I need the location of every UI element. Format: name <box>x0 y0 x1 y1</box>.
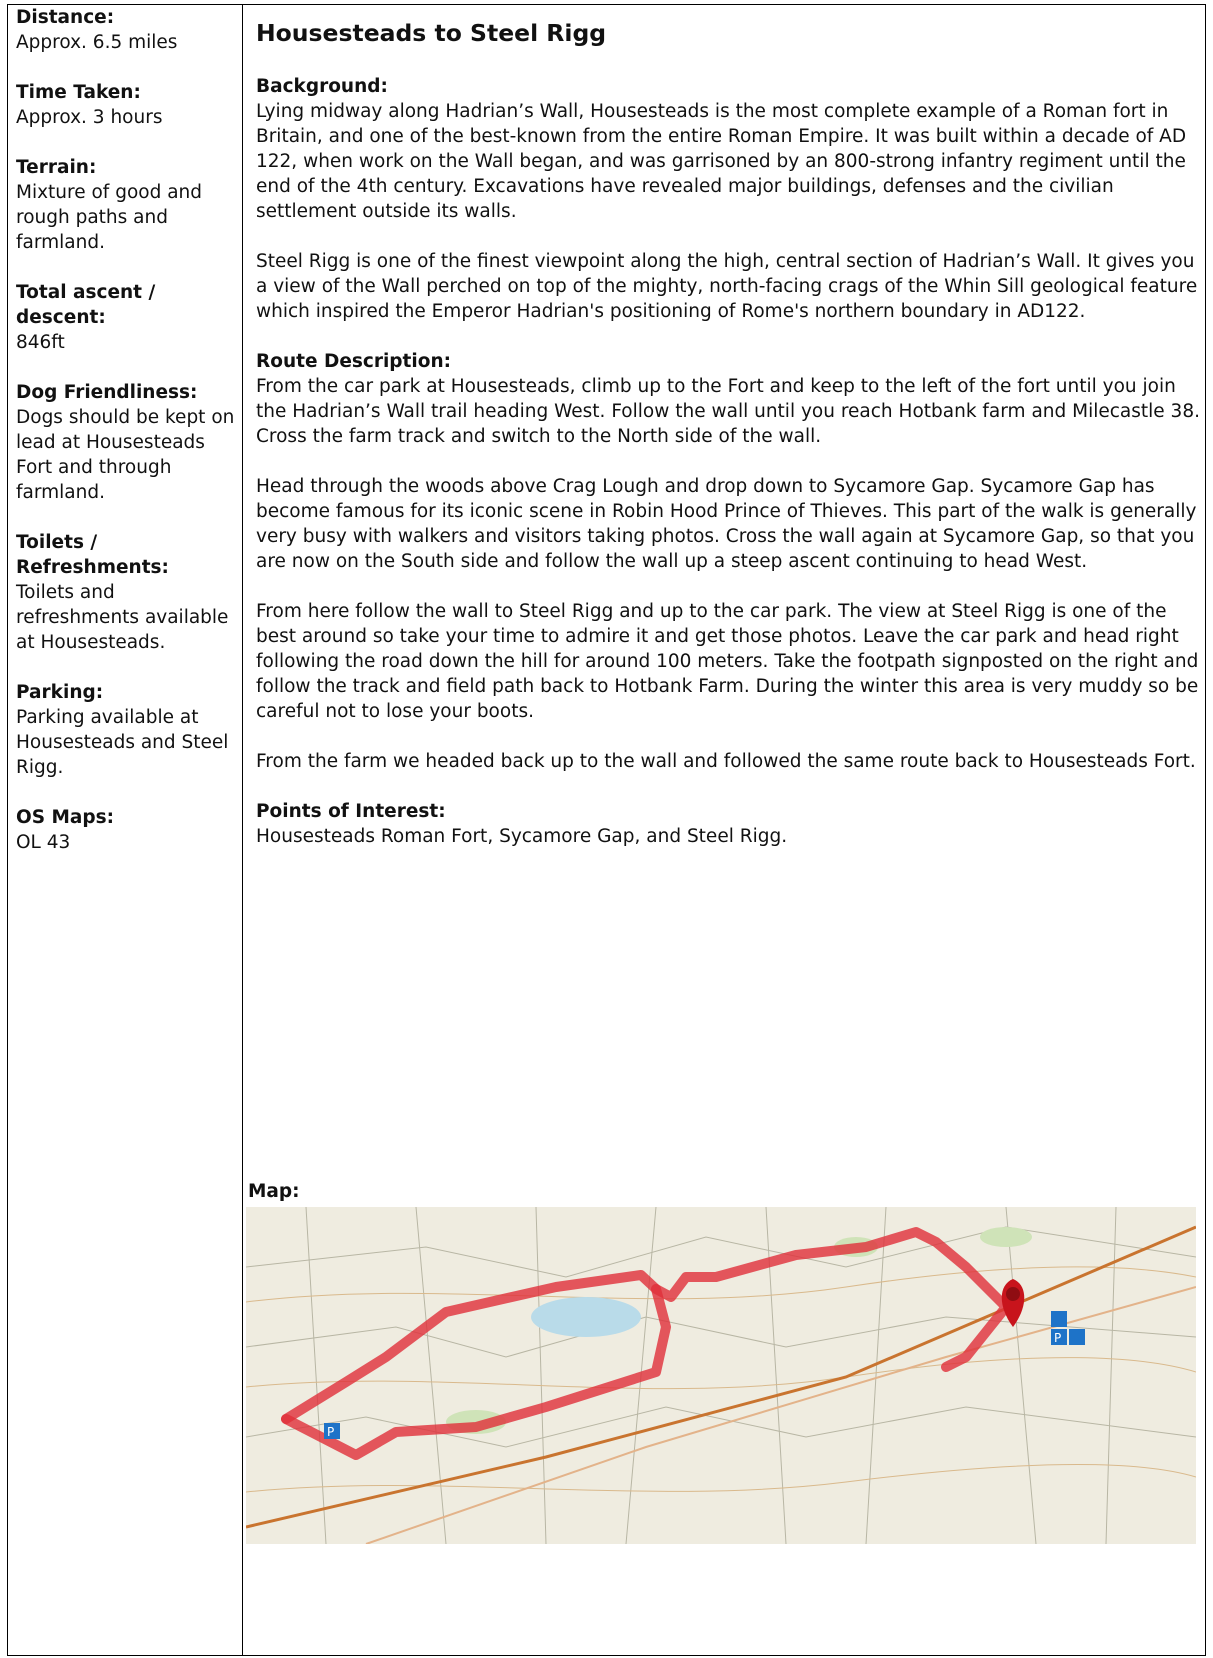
time-label: Time Taken: <box>16 82 141 103</box>
svg-text:P: P <box>327 1425 334 1439</box>
toilets-label: Toilets / Refreshments: <box>16 532 169 578</box>
map-label: Map: <box>248 1181 300 1202</box>
ascent-value: 846ft <box>16 332 65 353</box>
lake <box>531 1297 641 1337</box>
distance-value: Approx. 6.5 miles <box>16 32 178 53</box>
time-value: Approx. 3 hours <box>16 107 163 128</box>
terrain-block: Terrain: Mixture of good and rough paths… <box>16 155 240 255</box>
parking-icon: P <box>324 1423 340 1439</box>
toilets-value: Toilets and refreshments available at Ho… <box>16 582 229 653</box>
walk-sheet: Distance: Approx. 6.5 miles Time Taken: … <box>7 4 1206 1656</box>
route-paragraph-2: Head through the woods above Crag Lough … <box>256 476 1197 572</box>
route-paragraph-4: From the farm we headed back up to the w… <box>256 751 1196 772</box>
parking-block: Parking: Parking available at Housestead… <box>16 680 240 780</box>
map-background <box>246 1207 1196 1544</box>
route-paragraph-3: From here follow the wall to Steel Rigg … <box>256 601 1199 722</box>
contour-lines <box>246 1266 1196 1493</box>
minor-road <box>365 1286 1196 1544</box>
terrain-label: Terrain: <box>16 157 97 178</box>
distance-block: Distance: Approx. 6.5 miles <box>16 5 240 55</box>
column-divider <box>242 5 243 1655</box>
parking-icon: P <box>1051 1311 1085 1345</box>
route-map-image: P P <box>246 1207 1196 1544</box>
dog-block: Dog Friendliness: Dogs should be kept on… <box>16 380 240 505</box>
poi-text: Housesteads Roman Fort, Sycamore Gap, an… <box>256 826 788 847</box>
route-heading: Route Description: <box>256 351 452 372</box>
time-block: Time Taken: Approx. 3 hours <box>16 80 240 130</box>
osmaps-value: OL 43 <box>16 832 71 853</box>
location-pin-icon <box>1001 1279 1025 1327</box>
terrain-value: Mixture of good and rough paths and farm… <box>16 182 203 253</box>
parking-value: Parking available at Housesteads and Ste… <box>16 707 229 778</box>
background-paragraph-2: Steel Rigg is one of the finest viewpoin… <box>256 251 1198 322</box>
walk-description: Housesteads to Steel Rigg Background: Ly… <box>256 5 1201 874</box>
background-paragraph-1: Lying midway along Hadrian’s Wall, House… <box>256 101 1187 222</box>
parking-label: Parking: <box>16 682 104 703</box>
distance-label: Distance: <box>16 7 115 28</box>
osmaps-label: OS Maps: <box>16 807 115 828</box>
walk-facts-sidebar: Distance: Approx. 6.5 miles Time Taken: … <box>16 5 240 880</box>
route-paragraph-1: From the car park at Housesteads, climb … <box>256 376 1200 447</box>
dog-value: Dogs should be kept on lead at Housestea… <box>16 407 235 503</box>
walk-route-return <box>281 1284 671 1460</box>
poi-heading: Points of Interest: <box>256 801 446 822</box>
toilets-block: Toilets / Refreshments: Toilets and refr… <box>16 530 240 655</box>
route-map: P P <box>246 1207 1196 1544</box>
ascent-label: Total ascent / descent: <box>16 282 156 328</box>
osmaps-block: OS Maps: OL 43 <box>16 805 240 855</box>
ascent-block: Total ascent / descent: 846ft <box>16 280 240 355</box>
svg-text:P: P <box>1054 1331 1061 1345</box>
background-heading: Background: <box>256 76 388 97</box>
dog-label: Dog Friendliness: <box>16 382 198 403</box>
page-title: Housesteads to Steel Rigg <box>256 19 607 47</box>
